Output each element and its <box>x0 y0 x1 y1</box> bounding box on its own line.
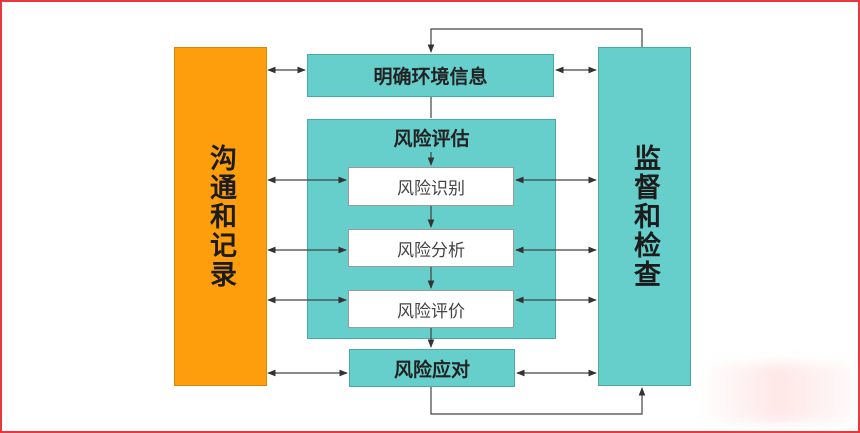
monitoring-review-column: 监督和检查 <box>598 47 691 386</box>
loop-bottom <box>430 387 646 415</box>
communication-record-column: 沟通和记录 <box>174 47 267 386</box>
risk-analysis-box: 风险分析 <box>348 229 514 267</box>
establish-context-label: 明确环境信息 <box>373 66 488 88</box>
risk-treatment-box: 风险应对 <box>349 349 515 387</box>
establish-context-box: 明确环境信息 <box>307 54 554 97</box>
risk-identification-label: 风险识别 <box>397 179 465 199</box>
risk-treatment-label: 风险应对 <box>393 358 470 381</box>
risk-evaluation-box: 风险评价 <box>348 290 514 328</box>
risk-analysis-label: 风险分析 <box>397 240 465 261</box>
communication-record-label: 沟通和记录 <box>205 144 236 289</box>
risk-evaluation-label: 风险评价 <box>397 301 465 322</box>
risk-identification-box: 风险识别 <box>348 167 514 206</box>
risk-assessment-title: 风险评估 <box>393 128 470 150</box>
monitoring-review-label: 监督和检查 <box>629 144 660 289</box>
decorative-glow <box>702 364 854 422</box>
